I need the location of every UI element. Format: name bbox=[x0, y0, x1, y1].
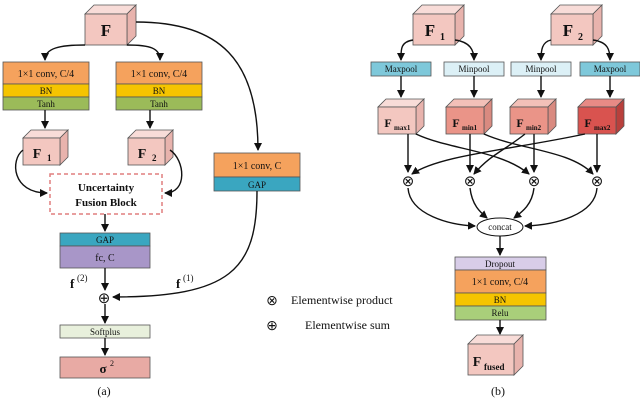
product-node-2: ⊗ bbox=[464, 174, 477, 190]
panel-b-arrows bbox=[396, 39, 614, 335]
f2-sup: (2) bbox=[77, 273, 88, 283]
cube-fmax2: F max2 bbox=[577, 98, 625, 135]
uncertainty-fusion-block: Uncertainty Fusion Block bbox=[49, 173, 163, 215]
right-tanh-label: Tanh bbox=[150, 99, 168, 109]
cube-b-f2-label: F bbox=[563, 21, 573, 40]
side-branch: 1×1 conv, C GAP bbox=[213, 152, 301, 192]
minpool-right-label: Minpool bbox=[525, 64, 557, 74]
panel-a: F 1×1 conv, C/4 BN Tanh 1×1 conv, C/4 BN… bbox=[2, 4, 301, 398]
cube-f-label: F bbox=[101, 21, 111, 40]
caption-b: (b) bbox=[491, 384, 505, 398]
fmin2-label: F bbox=[516, 116, 523, 130]
product-node-4: ⊗ bbox=[591, 174, 604, 190]
cube-fused: F fused bbox=[467, 334, 524, 376]
cube-f1: F 1 bbox=[22, 129, 69, 166]
maxpool-left-label: Maxpool bbox=[385, 64, 418, 74]
cube-fmin2: F min2 bbox=[509, 98, 557, 135]
f2-label: f bbox=[70, 276, 75, 291]
fmax2-sub: max2 bbox=[594, 124, 611, 132]
left-conv-stack: 1×1 conv, C/4 BN Tanh bbox=[2, 61, 90, 111]
cube-b-f1-sub: 1 bbox=[440, 32, 445, 43]
gap-fc-stack: GAP fc, C bbox=[59, 232, 151, 269]
cube-fmin1: F min1 bbox=[445, 98, 493, 135]
product-node-1: ⊗ bbox=[402, 174, 415, 190]
right-conv-stack: 1×1 conv, C/4 BN Tanh bbox=[115, 61, 203, 111]
fmin1-label: F bbox=[452, 116, 459, 130]
cube-f1-sub: 1 bbox=[47, 153, 52, 163]
fused-sub: fused bbox=[484, 362, 505, 372]
fmax1-sub: max1 bbox=[394, 124, 411, 132]
fusion-head-stack: Dropout 1×1 conv, C/4 BN Relu bbox=[454, 256, 547, 321]
right-conv-label: 1×1 conv, C/4 bbox=[131, 69, 187, 80]
softplus-label: Softplus bbox=[90, 327, 121, 337]
f1-sup: (1) bbox=[183, 273, 194, 283]
cube-f2-label: F bbox=[138, 147, 147, 162]
conv-b-label: 1×1 conv, C/4 bbox=[472, 277, 528, 288]
side-conv-label: 1×1 conv, C bbox=[233, 161, 282, 172]
cube-f2: F 2 bbox=[127, 129, 174, 166]
sigma-label: σ bbox=[99, 361, 106, 376]
cube-b-f2: F 2 bbox=[550, 4, 603, 46]
legend: ⊗ Elementwise product ⊕ Elementwise sum bbox=[266, 293, 393, 334]
fused-label: F bbox=[473, 355, 482, 370]
left-tanh-label: Tanh bbox=[37, 99, 55, 109]
fmin2-sub: min2 bbox=[526, 124, 542, 132]
gap-label: GAP bbox=[96, 235, 114, 245]
cube-f: F bbox=[84, 4, 137, 46]
f1-label: f bbox=[176, 276, 181, 291]
caption-a: (a) bbox=[97, 384, 110, 398]
relu-label: Relu bbox=[492, 308, 509, 318]
panel-b: F 1 F 2 Maxpool Minpool Minpool Maxpool bbox=[370, 4, 640, 398]
sigma-box bbox=[59, 356, 151, 379]
panel-a-arrows bbox=[15, 21, 262, 356]
left-bn-label: BN bbox=[40, 86, 53, 96]
side-gap-label: GAP bbox=[248, 180, 266, 190]
right-bn-label: BN bbox=[153, 86, 166, 96]
sum-node: ⊕ bbox=[98, 291, 111, 307]
minpool-left-label: Minpool bbox=[458, 64, 490, 74]
concat-label: concat bbox=[488, 222, 512, 232]
cube-fmax1: F max1 bbox=[377, 98, 425, 135]
bn-b-label: BN bbox=[494, 295, 507, 305]
maxpool-right-label: Maxpool bbox=[594, 64, 627, 74]
fusion-line1: Uncertainty bbox=[78, 182, 135, 194]
left-conv-label: 1×1 conv, C/4 bbox=[18, 69, 74, 80]
fmax2-label: F bbox=[584, 116, 591, 130]
cube-b-f1: F 1 bbox=[412, 4, 465, 46]
cube-b-f2-sub: 2 bbox=[578, 32, 583, 43]
legend-sum-icon: ⊕ bbox=[266, 319, 278, 334]
cube-b-f1-label: F bbox=[425, 21, 435, 40]
fmax1-label: F bbox=[384, 116, 391, 130]
pool-boxes: Maxpool Minpool Minpool Maxpool bbox=[370, 61, 640, 77]
cube-f2-sub: 2 bbox=[152, 153, 157, 163]
product-node-3: ⊗ bbox=[528, 174, 541, 190]
fmin1-sub: min1 bbox=[462, 124, 478, 132]
legend-product-label: Elementwise product bbox=[291, 293, 393, 307]
legend-sum-label: Elementwise sum bbox=[305, 318, 391, 332]
legend-product-icon: ⊗ bbox=[266, 294, 278, 309]
cube-f1-label: F bbox=[33, 147, 42, 162]
fusion-line2: Fusion Block bbox=[75, 197, 137, 209]
dropout-label: Dropout bbox=[485, 259, 515, 269]
fc-label: fc, C bbox=[95, 253, 115, 264]
sigma-sup: 2 bbox=[110, 359, 114, 368]
